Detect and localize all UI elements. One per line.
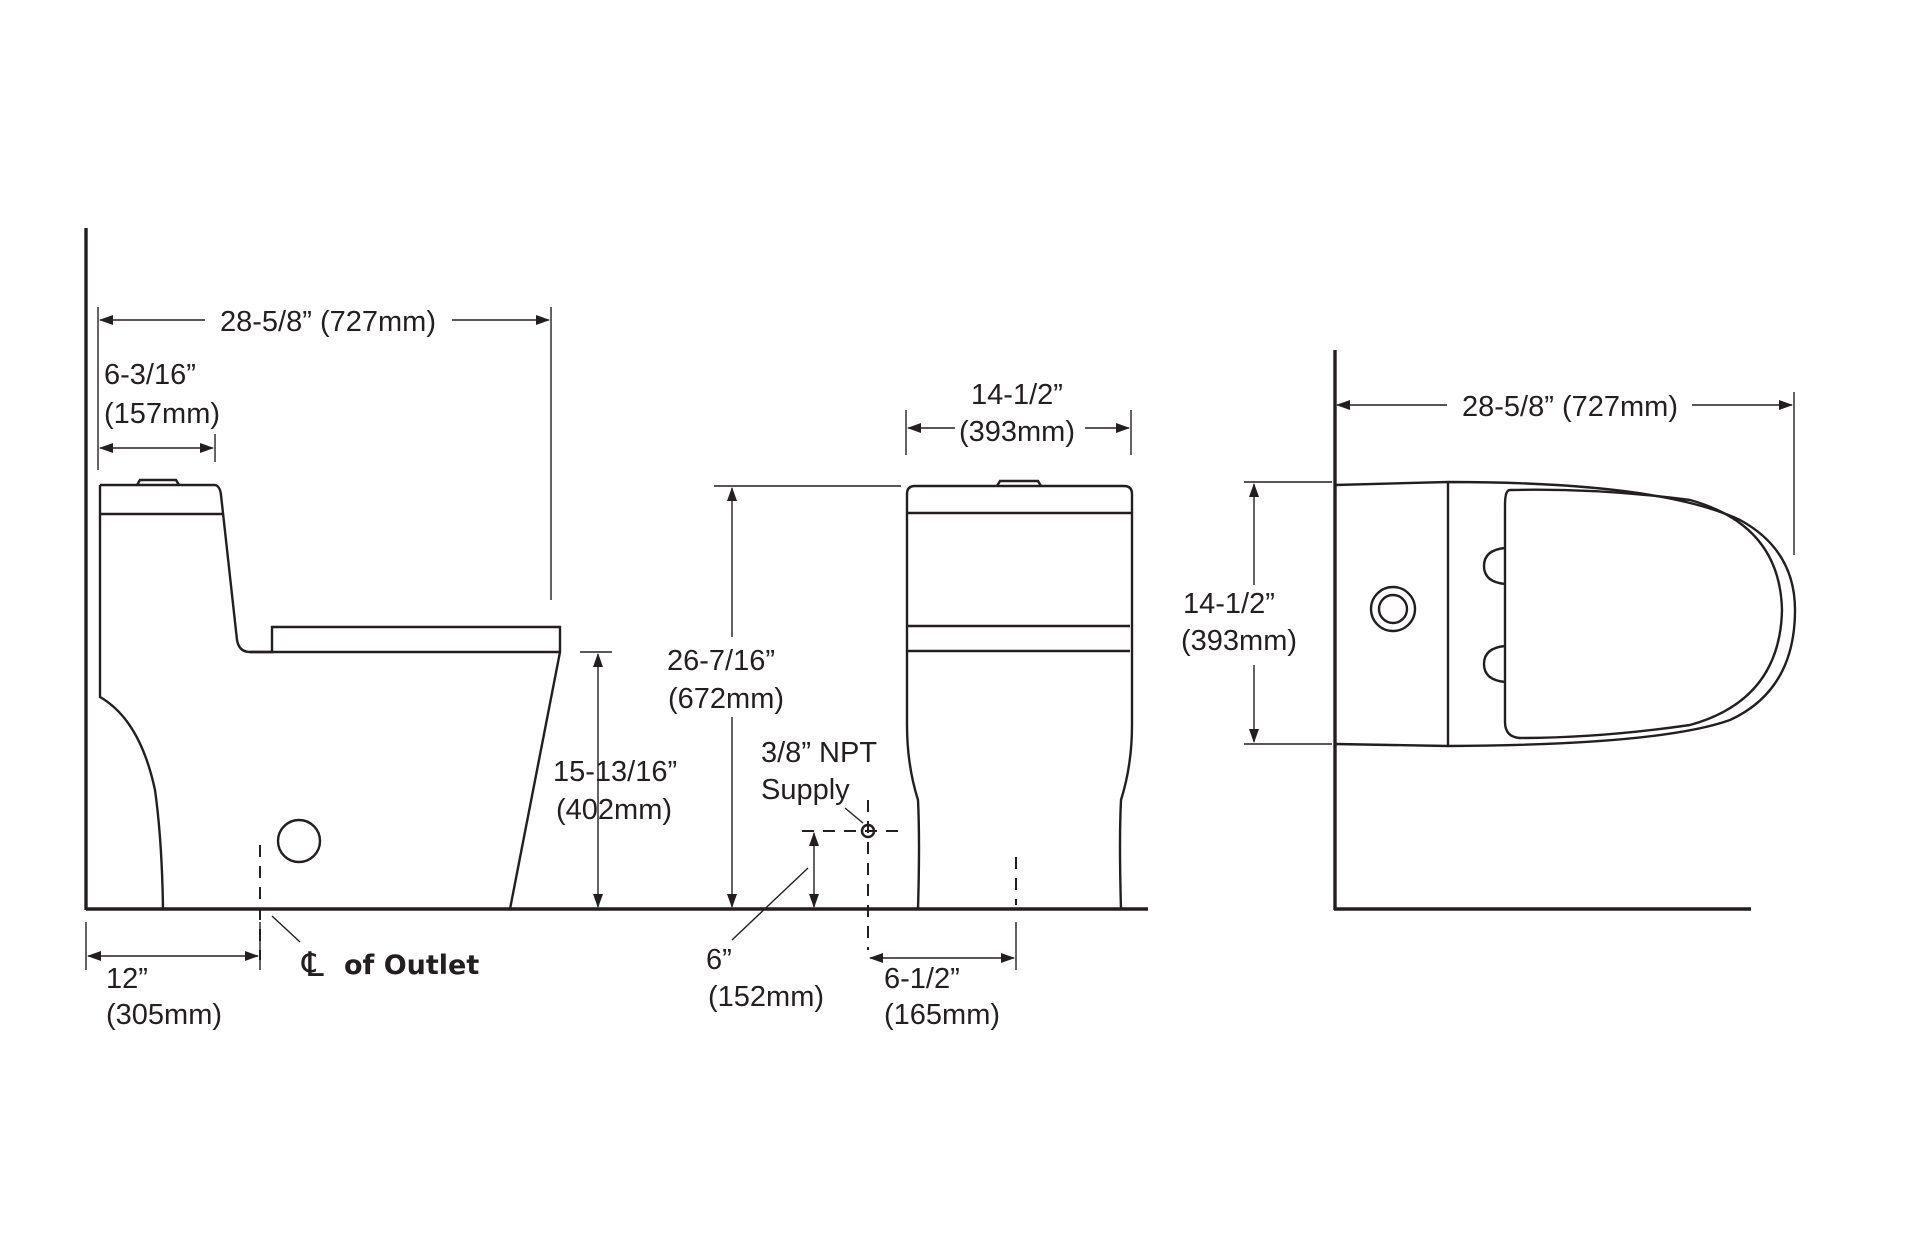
- front-height-in: 26-7/16”: [667, 645, 775, 677]
- top-flush-button-inner: [1377, 593, 1409, 625]
- front-view: 14-1/2” (393mm) 26-7/16” (672mm) 3/8” NP…: [666, 379, 1134, 1031]
- side-depth-label: 28-5/8” (727mm): [220, 306, 436, 338]
- front-height-mm: (672mm): [668, 683, 784, 715]
- top-width-mm: (393mm): [1181, 625, 1297, 657]
- centerline-symbol: ℄: [301, 945, 324, 985]
- side-view: 28-5/8” (727mm) 6-3/16” (157mm) 15-13/16…: [84, 228, 1148, 1031]
- front-body-outline: [905, 513, 1134, 910]
- side-button: [135, 478, 181, 486]
- supply-leader: [844, 807, 864, 824]
- supply-offset-in: 6-1/2”: [884, 963, 960, 995]
- top-bowl-outline: [1334, 480, 1797, 748]
- supply-label-2: Supply: [761, 774, 850, 806]
- hinge-bottom: [1482, 644, 1506, 684]
- top-flush-button-outer: [1369, 585, 1417, 633]
- supply-height-mm: (152mm): [708, 981, 824, 1013]
- outlet-label: of Outlet: [344, 950, 479, 981]
- supply-height-in: 6”: [706, 944, 732, 976]
- outlet-leader: [271, 915, 301, 943]
- roughin-mm: (305mm): [106, 999, 222, 1031]
- front-button: [995, 479, 1043, 487]
- top-seat-outline: [1503, 488, 1784, 740]
- top-view: 28-5/8” (727mm) 14-1/2” (393mm): [1180, 350, 1797, 911]
- top-depth-label: 28-5/8” (727mm): [1462, 391, 1678, 423]
- hinge-top: [1482, 546, 1506, 586]
- tank-setback-mm: (157mm): [104, 398, 220, 430]
- tank-setback-in: 6-3/16”: [104, 359, 196, 391]
- front-width-in: 14-1/2”: [971, 379, 1063, 411]
- seat-height-mm: (402mm): [556, 794, 672, 826]
- supply-offset-mm: (165mm): [884, 999, 1000, 1031]
- top-width-in: 14-1/2”: [1183, 588, 1275, 620]
- front-tank-outline: [905, 484, 1134, 513]
- front-width-mm: (393mm): [959, 416, 1075, 448]
- front-seat: [907, 624, 1130, 653]
- side-toilet-outline: [98, 483, 562, 910]
- side-outlet-circle: [276, 818, 322, 864]
- supply-height-leader: [731, 867, 809, 941]
- roughin-in: 12”: [106, 963, 148, 995]
- seat-height-in: 15-13/16”: [553, 756, 677, 788]
- supply-label-1: 3/8” NPT: [761, 737, 877, 769]
